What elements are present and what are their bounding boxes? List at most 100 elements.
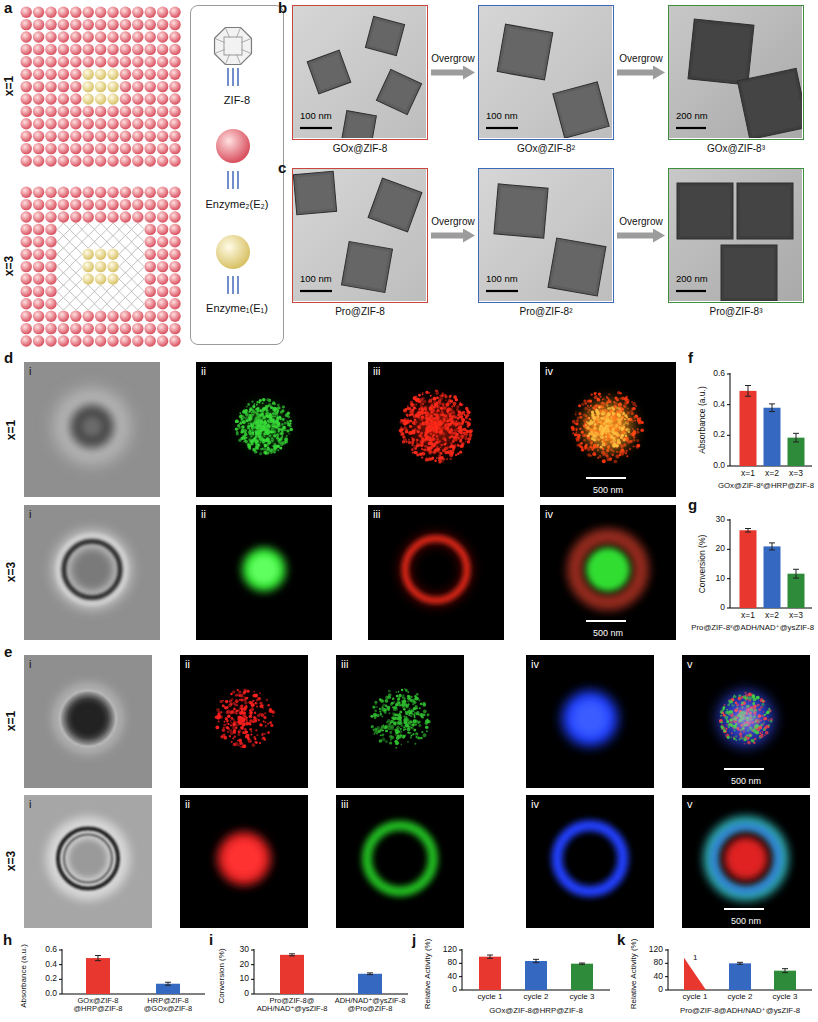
graphic-circle bbox=[422, 394, 424, 396]
graphic-rect bbox=[737, 183, 793, 239]
graphic-line bbox=[772, 404, 773, 412]
graphic-circle bbox=[436, 397, 438, 399]
equivalence-mark bbox=[237, 68, 239, 86]
graphic-circle bbox=[408, 407, 411, 410]
tick-mark bbox=[727, 578, 730, 579]
legend-entry: Enzyme₂(E₂) bbox=[191, 198, 283, 211]
graphic-circle bbox=[282, 418, 285, 421]
graphic-circle bbox=[252, 405, 255, 408]
scale-label: 100 nm bbox=[486, 274, 518, 285]
enzyme2-sphere bbox=[169, 335, 180, 346]
enzyme2-sphere bbox=[21, 311, 32, 322]
graphic-circle bbox=[433, 421, 436, 424]
graphic-circle bbox=[576, 444, 579, 447]
framework-cage bbox=[69, 260, 82, 273]
graphic-circle bbox=[259, 399, 262, 402]
graphic-circle bbox=[428, 425, 431, 428]
error-bar bbox=[737, 962, 743, 964]
enzyme2-sphere bbox=[58, 335, 69, 346]
graphic-circle bbox=[466, 430, 470, 434]
graphic-circle bbox=[465, 416, 467, 418]
tick-mark bbox=[251, 964, 254, 965]
enzyme2-sphere bbox=[45, 155, 56, 166]
graphic-circle bbox=[590, 405, 592, 407]
enzyme2-sphere bbox=[70, 56, 81, 67]
enzyme2-sphere bbox=[83, 106, 94, 117]
graphic-circle bbox=[636, 439, 639, 442]
graphic-rect bbox=[293, 171, 336, 214]
graphic-circle bbox=[426, 430, 429, 433]
graphic-circle bbox=[437, 448, 440, 451]
enzyme2-sphere bbox=[33, 131, 44, 142]
graphic-rect bbox=[342, 242, 393, 293]
graphic-circle bbox=[403, 435, 406, 438]
enzyme2-sphere bbox=[157, 261, 168, 272]
graphic-circle bbox=[465, 416, 468, 419]
graphic-circle bbox=[249, 432, 252, 435]
image-background bbox=[24, 362, 160, 497]
enzyme2-sphere bbox=[107, 7, 118, 18]
enzyme2-sphere bbox=[169, 81, 180, 92]
scale-label: 200 nm bbox=[676, 274, 708, 285]
enzyme2-sphere bbox=[45, 81, 56, 92]
signal-disc bbox=[70, 405, 114, 449]
graphic-circle bbox=[436, 428, 438, 430]
graphic-circle bbox=[613, 460, 617, 464]
graphic-rect bbox=[740, 186, 790, 236]
graphic-line bbox=[748, 386, 749, 397]
graphic-circle bbox=[438, 425, 441, 428]
bar-chart bbox=[665, 949, 812, 990]
graphic-circle bbox=[431, 411, 433, 413]
enzyme2-sphere bbox=[120, 118, 131, 129]
graphic-circle bbox=[266, 429, 270, 433]
enzyme2-sphere bbox=[145, 199, 156, 210]
bar-chart bbox=[59, 949, 205, 994]
enzyme2-sphere bbox=[95, 211, 106, 222]
overgrow-arrow bbox=[431, 70, 467, 76]
graphic-circle bbox=[443, 408, 445, 410]
graphic-circle bbox=[252, 413, 254, 415]
enzyme2-sphere bbox=[157, 19, 168, 30]
graphic-circle bbox=[408, 439, 410, 441]
graphic-circle bbox=[450, 458, 452, 460]
framework-cage bbox=[119, 248, 132, 261]
framework-cage bbox=[69, 273, 82, 286]
graphic-circle bbox=[251, 433, 254, 436]
enzyme2-sphere bbox=[33, 236, 44, 247]
enzyme2-sphere bbox=[145, 19, 156, 30]
sample-caption: Pro@ZIF-8² bbox=[520, 306, 573, 318]
graphic-circle bbox=[421, 415, 425, 419]
graphic-circle bbox=[244, 433, 248, 437]
enzyme2-sphere bbox=[107, 19, 118, 30]
bar bbox=[358, 974, 382, 994]
graphic-circle bbox=[241, 429, 244, 432]
enzyme1-sphere bbox=[95, 249, 106, 260]
enzyme2-sphere bbox=[58, 81, 69, 92]
graphic-circle bbox=[575, 411, 577, 413]
graphic-circle bbox=[588, 406, 590, 408]
graphic-rect bbox=[680, 186, 730, 236]
graphic-circle bbox=[256, 432, 260, 436]
enzyme2-sphere bbox=[33, 311, 44, 322]
graphic-circle bbox=[237, 424, 240, 427]
graphic-circle bbox=[421, 422, 424, 425]
graphic-circle bbox=[441, 411, 444, 414]
graphic-circle bbox=[454, 432, 457, 435]
enzyme2-sphere bbox=[33, 286, 44, 297]
graphic-circle bbox=[251, 444, 253, 446]
enzyme2-sphere bbox=[107, 143, 118, 154]
graphic-circle bbox=[445, 440, 447, 442]
graphic-line bbox=[487, 958, 493, 959]
enzyme2-sphere bbox=[132, 155, 143, 166]
enzyme2-sphere bbox=[169, 19, 180, 30]
framework-cage bbox=[119, 223, 132, 236]
enzyme2-sphere bbox=[169, 131, 180, 142]
graphic-circle bbox=[413, 406, 416, 409]
bar bbox=[479, 957, 501, 990]
graphic-circle bbox=[287, 420, 289, 422]
enzyme2-sphere bbox=[95, 155, 106, 166]
graphic-circle bbox=[418, 425, 421, 428]
framework-cage bbox=[82, 223, 95, 236]
graphic-rect bbox=[497, 187, 545, 235]
cage-region bbox=[57, 223, 144, 310]
